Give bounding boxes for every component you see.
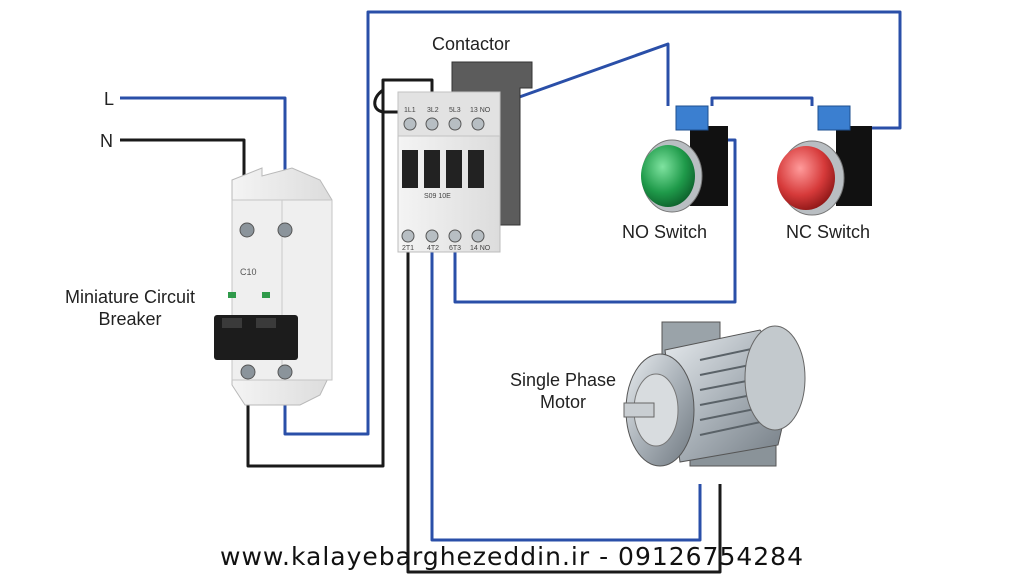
wire-mcb-out-line [283,10,902,436]
label-nc-switch: NC Switch [786,222,871,242]
label-motor-line2: Motor [539,392,586,412]
wire-contactor-to-motor-black [406,244,722,574]
svg-text:4T2: 4T2 [427,245,439,252]
nc-switch-button[interactable] [777,146,835,210]
wire-neutral-input [120,138,246,230]
miniature-circuit-breaker: C10 [214,167,333,406]
label-mcb-line1: Miniature Circuit [64,287,196,307]
mcb-bottom-terminal-left [240,364,256,380]
label-miniature-circuit-breaker: Miniature Circuit Breaker [30,286,230,330]
svg-text:2T1: 2T1 [402,245,414,252]
nc-switch[interactable] [777,105,872,216]
mcb-top-terminal-right [277,222,293,238]
label-line: L [104,89,115,109]
wire-contactor-to-no-switch [454,42,670,122]
wire-crossover [373,88,412,124]
single-phase-motor [623,321,806,467]
label-motor-line1: Single Phase [509,370,617,390]
wires [120,10,902,574]
contactor: 1L1 3L2 5L3 13 NO S09 10E 2T1 4T2 6T3 14… [397,61,533,253]
website-phone-footer: www.kalayebarghezeddin.ir - 09126754284 [220,542,804,571]
label-neutral: N [100,131,113,151]
label-mcb-line2: Breaker [98,309,162,329]
mcb-bottom-terminal-right [277,364,293,380]
mcb-top-terminal-left [239,222,255,238]
svg-text:3L2: 3L2 [427,107,439,114]
svg-text:5L3: 5L3 [449,107,461,114]
wire-contactor-to-motor-blue [430,244,702,542]
svg-text:13 NO: 13 NO [470,107,491,114]
contactor-bottom-terminals: 2T1 4T2 6T3 14 NO [401,229,491,252]
wire-no-to-nc [710,96,814,106]
no-switch-button[interactable] [641,145,695,207]
contactor-top-terminals: 1L1 3L2 5L3 13 NO [403,107,491,131]
mcb-rating: C10 [240,267,257,277]
svg-text:14 NO: 14 NO [470,245,491,252]
label-contactor: Contactor [432,34,511,54]
svg-text:1L1: 1L1 [404,107,416,114]
motor-shaft [623,402,655,418]
nc-switch-actuator [817,105,851,131]
label-no-switch: NO Switch [622,222,708,242]
wire-mcb-out-neutral [246,78,434,468]
no-switch-actuator [675,105,709,131]
label-single-phase-motor: Single Phase Motor [496,369,630,413]
svg-text:6T3: 6T3 [449,245,461,252]
no-switch[interactable] [641,105,728,213]
wire-no-switch-return [453,138,737,304]
contactor-model: S09 10E [424,193,451,200]
